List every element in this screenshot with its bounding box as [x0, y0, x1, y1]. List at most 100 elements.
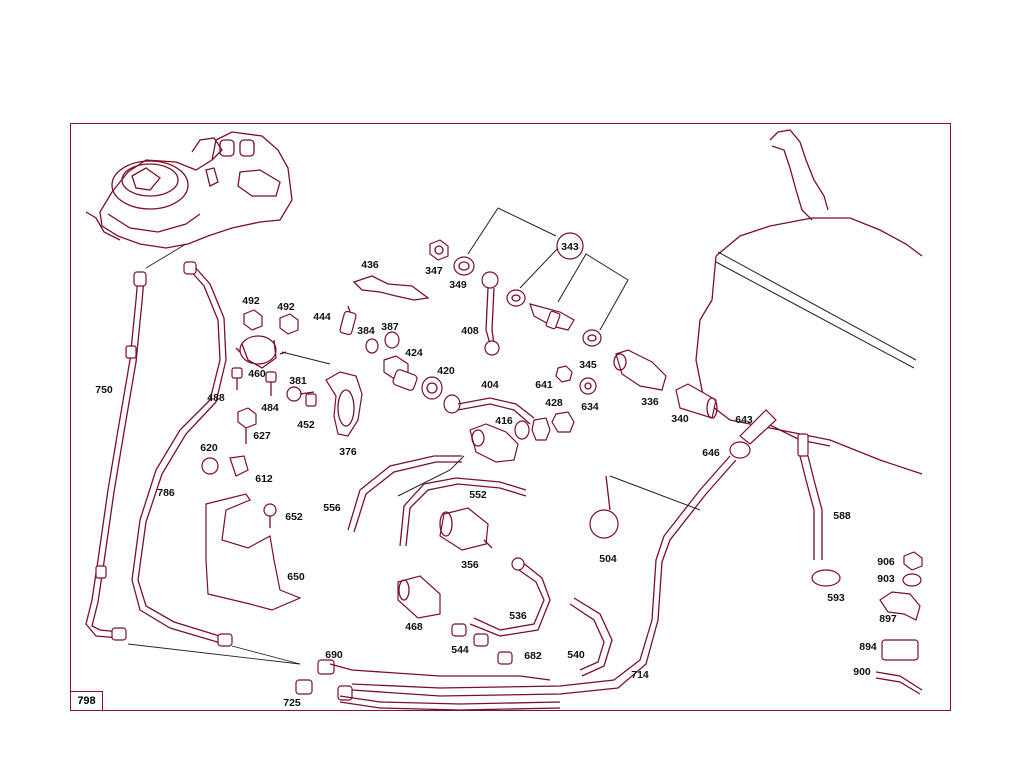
part-label[interactable]: 408	[461, 325, 479, 337]
part-label[interactable]: 725	[283, 697, 301, 709]
part-label[interactable]: 641	[535, 379, 553, 391]
clamp-646	[729, 441, 751, 459]
reference-number-box: 798	[70, 691, 103, 711]
part-label[interactable]: 452	[297, 419, 315, 431]
part-label[interactable]: 593	[827, 592, 845, 604]
fuel-pump-345	[613, 349, 667, 391]
part-label[interactable]: 536	[509, 610, 527, 622]
part-label[interactable]: 436	[361, 259, 379, 271]
bracket-436	[352, 275, 430, 301]
part-label[interactable]: 552	[469, 489, 487, 501]
part-label[interactable]: 420	[437, 365, 455, 377]
fuel-line-786	[131, 261, 301, 665]
damper-424	[383, 355, 418, 391]
sleeve-340	[675, 383, 718, 419]
part-label[interactable]: 460	[248, 368, 266, 380]
part-label[interactable]: 650	[287, 571, 305, 583]
part-label[interactable]: 468	[405, 621, 423, 633]
part-label[interactable]: 897	[879, 613, 897, 625]
part-label[interactable]: 750	[95, 384, 113, 396]
washer-903	[902, 573, 922, 587]
fuel-pump-468	[397, 575, 441, 619]
screw-652	[263, 503, 277, 528]
part-label[interactable]: 404	[481, 379, 499, 391]
connector-894	[881, 639, 919, 661]
part-label[interactable]: 634	[581, 401, 599, 413]
part-label[interactable]: 903	[877, 573, 895, 585]
part-label[interactable]: 643	[735, 414, 753, 426]
clamp-593	[811, 569, 841, 587]
part-label[interactable]: 652	[285, 511, 303, 523]
filter-444	[339, 305, 357, 336]
part-label[interactable]: 428	[545, 397, 563, 409]
part-label[interactable]: 336	[641, 396, 659, 408]
part-labels: 347 349 436 343 492 492 444 384 387 408 …	[95, 241, 897, 709]
part-label[interactable]: 646	[702, 447, 720, 459]
part-label[interactable]: 347	[425, 265, 443, 277]
fuel-line-750	[85, 271, 301, 665]
hose-556	[347, 455, 462, 533]
fitting-682	[497, 651, 513, 665]
washer-343b	[582, 329, 602, 347]
part-label[interactable]: 384	[357, 325, 375, 337]
fitting-544	[451, 623, 489, 647]
part-label[interactable]: 424	[405, 347, 423, 359]
nut-641	[555, 365, 573, 383]
fitting-343	[529, 303, 575, 331]
hose-540	[569, 597, 613, 677]
part-label[interactable]: 682	[524, 650, 542, 662]
washer-416	[514, 420, 530, 440]
part-label[interactable]: 492	[277, 301, 295, 313]
part-label[interactable]: 340	[671, 413, 689, 425]
part-label[interactable]: 484	[261, 402, 279, 414]
bracket-897	[879, 591, 921, 621]
part-label[interactable]: 376	[339, 446, 357, 458]
pipe-588	[797, 433, 823, 560]
part-label[interactable]: 786	[157, 487, 175, 499]
part-label[interactable]: 504	[599, 553, 617, 565]
part-label[interactable]: 444	[313, 311, 331, 323]
group-343-lines	[467, 207, 629, 331]
washer-420	[421, 376, 443, 400]
bolt-484	[265, 371, 277, 396]
part-label[interactable]: 894	[859, 641, 877, 653]
washer-634	[579, 377, 597, 395]
part-label[interactable]: 620	[200, 442, 218, 454]
part-label[interactable]: 540	[567, 649, 585, 661]
nut-492a	[243, 309, 263, 331]
part-label[interactable]: 387	[381, 321, 399, 333]
part-label[interactable]: 714	[631, 669, 649, 681]
part-label[interactable]: 627	[253, 430, 271, 442]
part-label[interactable]: 488	[207, 392, 225, 404]
part-label[interactable]: 612	[255, 473, 273, 485]
fuel-tank-illustration	[695, 129, 923, 475]
part-label[interactable]: 416	[495, 415, 513, 427]
part-label[interactable]: 492	[242, 295, 260, 307]
part-label[interactable]: 356	[461, 559, 479, 571]
nut-428b	[551, 411, 575, 433]
grommet-620	[201, 457, 219, 475]
part-label[interactable]: 381	[289, 375, 307, 387]
part-label[interactable]: 556	[323, 502, 341, 514]
nut-492b	[279, 313, 299, 335]
washer-343a	[506, 289, 526, 307]
part-label[interactable]: 900	[853, 666, 871, 678]
washer-384	[365, 338, 379, 354]
pressure-regulator-504	[589, 475, 701, 539]
bolt-488	[231, 367, 243, 390]
hose-536	[469, 557, 551, 637]
clip-612	[229, 455, 249, 477]
part-label[interactable]: 588	[833, 510, 851, 522]
part-label[interactable]: 906	[877, 556, 895, 568]
part-label[interactable]: 690	[325, 649, 343, 661]
part-label-group[interactable]: 343	[561, 241, 579, 253]
washer-387	[384, 331, 400, 349]
nut-906	[903, 551, 923, 571]
part-label[interactable]: 345	[579, 359, 597, 371]
part-label[interactable]: 544	[451, 644, 469, 656]
strap-900	[875, 671, 923, 695]
part-label[interactable]: 349	[449, 279, 467, 291]
bolt-627	[237, 407, 257, 444]
fuel-line-714	[329, 455, 737, 711]
